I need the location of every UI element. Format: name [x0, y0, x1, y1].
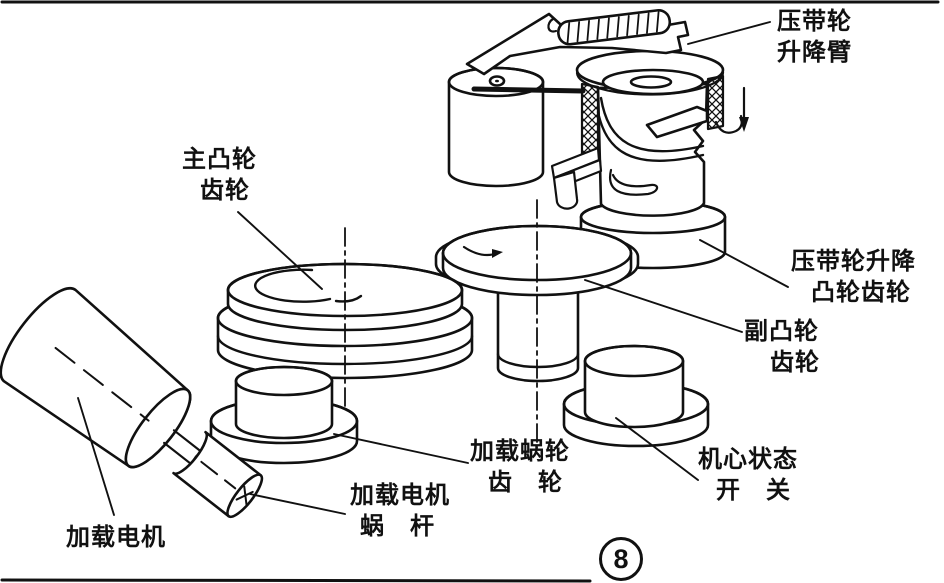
label-loading-worm-gear: 加载蜗轮 齿 轮	[470, 436, 570, 498]
main-cam-gear-drawing	[216, 227, 474, 409]
leader-status-switch	[615, 417, 699, 481]
label-aux-cam-gear: 副凸轮 齿轮	[744, 316, 820, 378]
label-main-cam-gear: 主凸轮 齿轮	[182, 144, 257, 206]
leader-lines	[77, 21, 789, 516]
label-loading-motor: 加载电机	[66, 522, 166, 553]
label-line: 升降臂	[777, 39, 852, 66]
spring-coil	[557, 8, 672, 46]
leader-aux-cam-gear	[584, 279, 743, 333]
label-line: 压带轮升降	[791, 248, 916, 275]
label-line: 开 关	[716, 477, 791, 504]
down-arrow	[739, 86, 749, 132]
label-line: 主凸轮	[182, 146, 257, 173]
leader-worm	[249, 493, 346, 515]
leader-loading-motor	[77, 397, 115, 516]
label-status-switch: 机心状态 开 关	[698, 444, 798, 506]
label-line: 齿轮	[200, 177, 250, 204]
motor-shaft	[163, 429, 206, 468]
loading-motor-drawing	[0, 287, 264, 519]
label-lift-arm: 压带轮 升降臂	[777, 6, 852, 68]
leader-main-cam-gear	[237, 211, 323, 290]
label-loading-motor-worm: 加载电机 蜗 杆	[350, 480, 450, 542]
arm-support-cylinder-drawing	[447, 66, 545, 188]
pivot-hole	[488, 75, 506, 87]
label-line: 齿轮	[770, 349, 820, 376]
leader-loading-worm-gear	[333, 433, 469, 464]
loading-worm-gear-drawing	[209, 365, 359, 465]
lift-arm-drawing	[465, 8, 690, 94]
label-lift-cam-gear: 压带轮升降 凸轮齿轮	[791, 246, 916, 308]
worm-drawing	[172, 430, 264, 519]
figure-number-badge: 8	[599, 537, 643, 581]
barrel-cam-drawing	[550, 49, 743, 217]
label-line: 加载电机	[66, 524, 166, 551]
figure-number: 8	[613, 543, 629, 574]
label-line: 机心状态	[698, 446, 798, 473]
label-line: 加载电机	[350, 482, 450, 509]
label-line: 副凸轮	[744, 318, 819, 345]
label-line: 加载蜗轮	[470, 438, 570, 465]
label-line: 压带轮	[777, 8, 852, 35]
label-line: 齿 轮	[488, 469, 563, 496]
label-line: 凸轮齿轮	[811, 279, 911, 306]
aux-cam-gear-drawing	[434, 199, 640, 449]
label-line: 蜗 杆	[360, 513, 435, 540]
follower-tab	[645, 105, 709, 139]
leader-lift-arm	[687, 21, 771, 45]
leader-lift-cam-gear	[699, 239, 789, 288]
status-switch-drawing	[562, 344, 710, 448]
